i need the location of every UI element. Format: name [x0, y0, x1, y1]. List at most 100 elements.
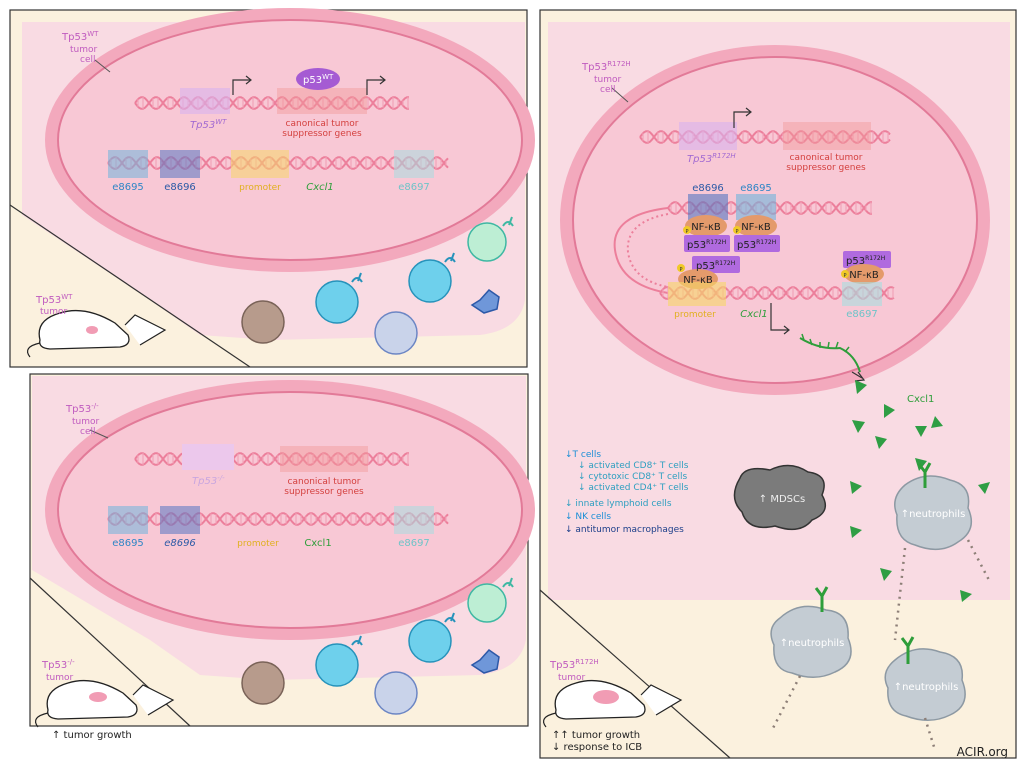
- wt-e8697-label: e8697: [398, 182, 430, 193]
- wt-mouse-label-line2: tumor: [40, 307, 68, 317]
- p53-mut-label-4: p53R172H: [846, 255, 885, 267]
- e8695-box-ko: [108, 506, 148, 534]
- mut-canonical-line2: suppressor genes: [786, 163, 866, 173]
- mut-cell-label-line2: tumor: [594, 75, 622, 85]
- cell-label-pointer-mut: [611, 87, 629, 103]
- nfkb-label-4: NF-κB: [849, 270, 879, 281]
- mut-outcome-line2: ↓ response to ICB: [552, 742, 642, 753]
- dna-backbone: [134, 452, 409, 466]
- wt-e8695-label: e8695: [112, 182, 144, 193]
- mdscs-label: ↑ MDSCs: [759, 494, 805, 505]
- mut-cell-label-line3: cell: [600, 85, 616, 95]
- nfkb-label-3: NF-κB: [683, 275, 713, 286]
- neutrophil-label-3: ↑neutrophils: [894, 682, 959, 693]
- wt-cxcl1-label: Cxcl1: [306, 182, 334, 193]
- panel-ko: [29, 373, 535, 728]
- mut-canonical-line1: canonical tumor: [790, 153, 863, 163]
- immune-list-item: ↓T cells: [565, 450, 601, 460]
- dna-loop-outer: [613, 207, 669, 294]
- cxcr2-receptor-3: [900, 636, 915, 664]
- immune-list-item: ↓ activated CD4⁺ T cells: [578, 483, 689, 493]
- wt-cell-label-line3: cell: [80, 55, 96, 65]
- e8696-box-wt: [160, 150, 200, 178]
- e8697-box-wt: [394, 150, 434, 178]
- dendritic-cell-wt: [470, 289, 500, 314]
- ko-cell-label-gene: Tp53-/-: [65, 402, 99, 415]
- phospho-dot-2: [733, 226, 741, 234]
- nucleus-ko: [57, 391, 523, 629]
- phospho-dot-1: [683, 226, 691, 234]
- immune-list-item: ↓ NK cells: [565, 512, 611, 522]
- mut-e8697-label: e8697: [846, 309, 878, 320]
- phospho-label-3: P: [679, 267, 682, 273]
- neutrophil-3: [884, 648, 966, 721]
- p53-mut-box-1: [684, 235, 730, 252]
- green-cell-ko: [467, 583, 507, 623]
- phospho-label-2: P: [735, 229, 738, 235]
- phospho-dot-4: [841, 270, 849, 278]
- tss-arrow-canonical-wt: [366, 79, 384, 95]
- wt-canonical-line2: suppressor genes: [282, 129, 362, 139]
- mouse-ko: [35, 679, 175, 728]
- p53-mut-box-3: [692, 256, 740, 273]
- tumor-spot-ko: [89, 692, 107, 702]
- canonical-genes-box-wt: [277, 88, 367, 114]
- ko-canonical-line2: suppressor genes: [284, 487, 364, 497]
- immune-list-item: ↓ innate lymphoid cells: [565, 499, 672, 509]
- cxcl1-secreted-label: Cxcl1: [907, 394, 934, 405]
- mut-cell-label-gene: Tp53R172H: [581, 60, 631, 73]
- ko-outcome: ↑ tumor growth: [52, 730, 132, 741]
- green-cell-wt: [467, 222, 507, 262]
- phospho-dot-3: [677, 264, 685, 272]
- tp53-deleted-box-ko: [182, 444, 234, 470]
- p53-mut-box-4: [843, 251, 891, 268]
- dna-strand-ko-1: [134, 452, 409, 466]
- b-cell-wt: [374, 311, 418, 355]
- mut-e8695-label: e8695: [740, 183, 772, 194]
- ko-mouse-label-line2: tumor: [46, 673, 74, 683]
- ko-mouse-label-gene: Tp53-/-: [41, 658, 75, 671]
- cell-label-pointer-ko: [89, 429, 109, 439]
- tp53-wt-gene-label: Tp53WT: [190, 118, 227, 131]
- cxcr2-receptor-2: [814, 586, 829, 612]
- p53-mut-label-2: p53R172H: [737, 239, 776, 251]
- ko-cell-label-line2: tumor: [72, 417, 100, 427]
- panel-mut-divider: [539, 589, 731, 759]
- neutrophil-label-2: ↑neutrophils: [780, 638, 845, 649]
- cxcl1-chemokines: [850, 380, 990, 602]
- mut-outcome-line1: ↑↑ tumor growth: [552, 730, 640, 741]
- tan-cell-ko: [241, 661, 285, 705]
- mut-mouse-label-gene: Tp53R172H: [549, 658, 599, 671]
- ko-e8696-label: e8696: [164, 538, 196, 549]
- p53-mut-label-1: p53R172H: [687, 239, 726, 251]
- p53-wt-protein-label: p53WT: [303, 73, 334, 86]
- canonical-genes-box-ko: [280, 446, 368, 472]
- tumor-spot-mut: [593, 690, 619, 704]
- mut-e8696-label: e8696: [692, 183, 724, 194]
- immune-list-item: ↓ cytotoxic CD8⁺ T cells: [578, 472, 688, 482]
- neutrophil-1: [894, 475, 973, 551]
- p53-wt-protein: [296, 68, 340, 90]
- p53-mut-box-2: [734, 235, 780, 252]
- neutrophil-label-1: ↑neutrophils: [901, 509, 966, 520]
- nfkb-blob-2: [735, 215, 777, 237]
- ko-promoter-label: promoter: [237, 539, 279, 549]
- phospho-label-1: P: [685, 229, 688, 235]
- wt-cell-label-line2: tumor: [70, 45, 98, 55]
- mut-mouse-label-line2: tumor: [558, 673, 586, 683]
- immune-list-item: ↓ activated CD8⁺ T cells: [578, 461, 689, 471]
- mut-promoter-label: promoter: [674, 310, 716, 320]
- t-cell-ko-1: [315, 643, 359, 687]
- dna-backbone: [134, 452, 409, 466]
- nucleus-wt: [57, 19, 523, 261]
- t-cell-ko-2: [408, 619, 452, 663]
- nfkb-label-2: NF-κB: [741, 222, 771, 233]
- tss-arrow-tp53-mut: [733, 111, 750, 128]
- mouse-wt: [27, 309, 167, 358]
- tp53-ko-gene-label: Tp53-/-: [192, 474, 225, 487]
- ko-canonical-line1: canonical tumor: [288, 477, 361, 487]
- p53-mut-label-3: p53R172H: [696, 260, 735, 272]
- wt-promoter-label: promoter: [239, 183, 281, 193]
- tp53-mut-gene-label: Tp53R172H: [687, 152, 736, 165]
